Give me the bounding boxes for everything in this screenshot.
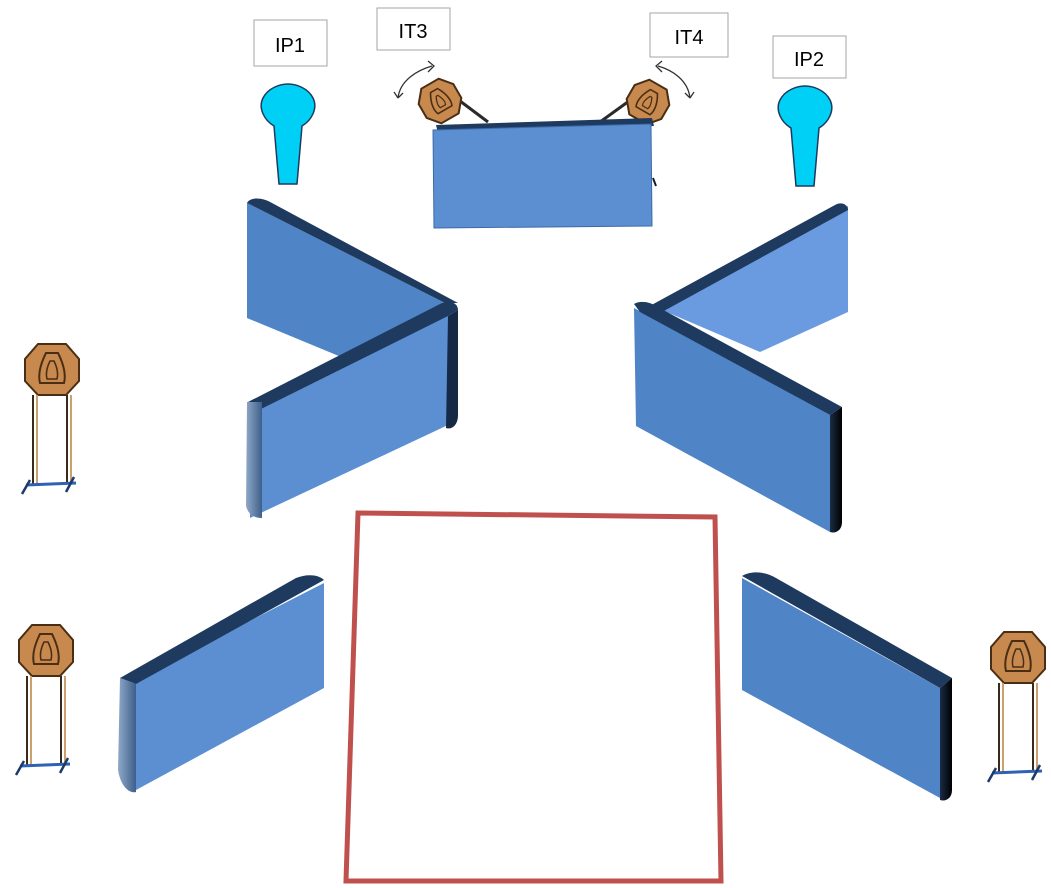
wall-lower-left [118, 575, 324, 793]
wall-lower-right [742, 572, 952, 801]
popper-ip2-icon [777, 85, 833, 187]
steel-plate-target-icon [986, 630, 1047, 784]
steel-target-left-lower [14, 623, 75, 777]
steel-target-right [986, 630, 1047, 784]
label-it4-text: IT4 [675, 27, 704, 49]
swinger-it3 [393, 60, 489, 130]
steel-plate-target-icon [411, 72, 469, 130]
popper-ip1-icon [260, 83, 316, 185]
wall-right-v [634, 203, 848, 533]
wall-top-center [432, 118, 657, 229]
steel-target-left-upper [20, 342, 81, 496]
label-it3: IT3 [376, 7, 451, 51]
label-ip2-text: IP2 [794, 49, 824, 71]
label-ip2: IP2 [772, 35, 847, 79]
wall-left-v [246, 198, 458, 518]
label-it4: IT4 [649, 12, 729, 58]
steel-plate-target-icon [14, 623, 75, 777]
label-it3-text: IT3 [399, 21, 428, 43]
swinger-it4 [599, 60, 695, 131]
label-ip1-text: IP1 [275, 35, 305, 57]
shooting-box [343, 510, 724, 884]
steel-plate-target-icon [20, 342, 81, 496]
rotation-arrow-icon [655, 60, 695, 99]
label-ip1: IP1 [253, 19, 328, 67]
rotation-arrow-icon [393, 60, 435, 99]
